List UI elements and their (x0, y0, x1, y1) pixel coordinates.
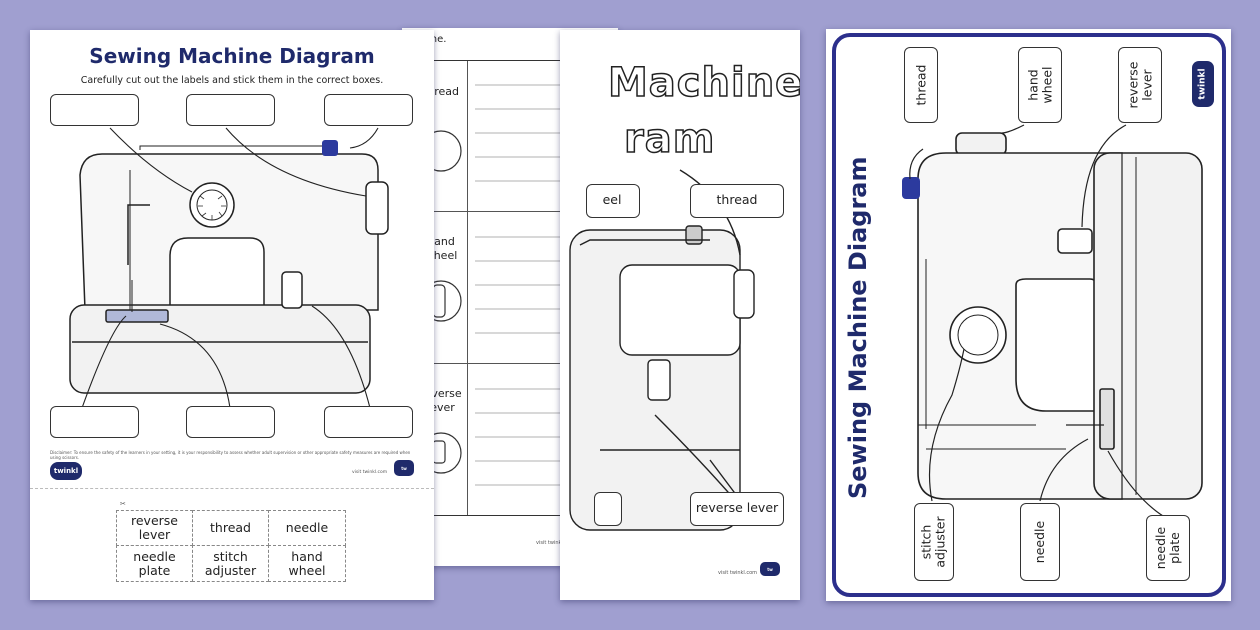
visit-link[interactable]: visit twinkl.com (352, 470, 388, 475)
poster-label: needle plate (1146, 515, 1190, 581)
label-text: thread (716, 192, 758, 207)
poster-label-text: needle (1032, 520, 1047, 564)
label-box (690, 184, 784, 218)
poster-label-text: needle plate (1153, 526, 1182, 570)
instruction-text: Carefully cut out the labels and stick t… (80, 75, 384, 86)
visit-link[interactable]: visit twinkl.com (718, 570, 758, 576)
page-title: Sewing Machine Diagram (89, 44, 375, 68)
worksheet-main-page: Sewing Machine Diagram Carefully cut out… (30, 30, 434, 600)
poster-label: needle (1020, 503, 1060, 581)
blank-label-box[interactable] (50, 94, 139, 126)
twinkl-logo: twinkl (1192, 61, 1214, 107)
label-box (594, 492, 622, 526)
poster-label: stitch adjuster (914, 503, 954, 581)
title-fragment: Machine (607, 59, 800, 107)
twinkl-logo: twinkl (50, 462, 82, 480)
poster-border (832, 33, 1226, 597)
poster-label: reverse lever (1118, 47, 1162, 123)
cutout-label-grid: reverse lever thread needle needle plate… (116, 510, 346, 582)
blank-label-box[interactable] (324, 406, 413, 438)
cutout-label[interactable]: reverse lever (116, 510, 193, 546)
disclaimer-text: Disclaimer: To ensure the safety of the … (50, 450, 411, 460)
cutout-label[interactable]: needle plate (116, 545, 193, 582)
label-text: reverse lever (695, 500, 779, 515)
sewing-machine-illustration (69, 127, 389, 409)
twinkl-logo: tw (760, 562, 780, 576)
poster-label-text: thread (913, 64, 929, 106)
cutout-label[interactable]: needle (268, 510, 346, 546)
cutout-label[interactable]: hand wheel (268, 545, 346, 582)
poster-label-text: hand wheel (1025, 66, 1054, 104)
scissors-icon: ✂ (120, 500, 126, 508)
poster-label-text: stitch adjuster (919, 516, 949, 568)
worksheet-labels-page: Machine ram eel thread reverse lever vis… (560, 30, 800, 600)
label-box (586, 184, 640, 218)
cutout-label[interactable]: stitch adjuster (192, 545, 269, 582)
blank-label-box[interactable] (324, 94, 413, 126)
poster-page: Sewing Machine Diagram twinkl (826, 29, 1231, 601)
twinkl-badge-icon: tw (394, 460, 414, 476)
blank-label-box[interactable] (50, 406, 139, 438)
poster-label-text: reverse lever (1125, 61, 1154, 109)
poster-label: hand wheel (1018, 47, 1062, 123)
blank-label-box[interactable] (186, 406, 275, 438)
label-text: eel (602, 192, 622, 207)
machine-illustration (569, 169, 755, 531)
poster-machine-illustration (902, 124, 1203, 520)
visit-link[interactable]: visit twinkl.com (536, 540, 576, 546)
cut-line (30, 488, 434, 489)
poster-label: thread (904, 47, 938, 123)
table-heading-fragment: ine. (428, 34, 447, 45)
cutout-label[interactable]: thread (192, 510, 269, 546)
label-box (690, 492, 784, 526)
title-fragment: ram (623, 115, 716, 163)
blank-label-box[interactable] (186, 94, 275, 126)
